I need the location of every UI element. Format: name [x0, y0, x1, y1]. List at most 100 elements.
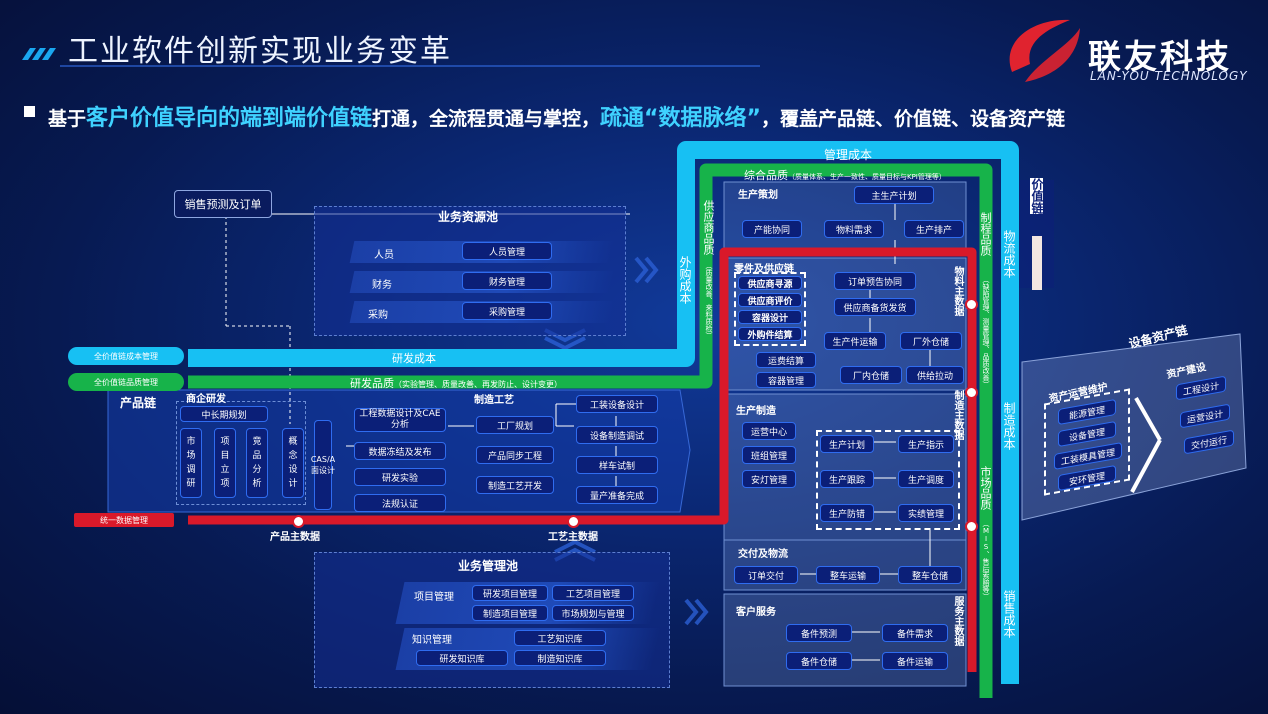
- unified-data-pill[interactable]: 统一数据管理: [74, 513, 174, 527]
- master-production-plan-box[interactable]: 主生产计划: [854, 186, 934, 204]
- supplier-eval-box[interactable]: 供应商评价: [738, 293, 802, 307]
- value-chain-cost-pill[interactable]: 全价值链成本管理: [68, 347, 184, 365]
- subtitle-part: 基于: [48, 108, 87, 130]
- factory-plan-box[interactable]: 工厂规划: [476, 416, 554, 434]
- process-project-box[interactable]: 工艺项目管理: [552, 585, 634, 601]
- competitor-analysis-box[interactable]: 竞品分析: [246, 428, 268, 498]
- production-scheduling-box[interactable]: 生产排产: [904, 220, 964, 238]
- supplier-quality-label: 供应商品质: [702, 200, 715, 255]
- team-management-box[interactable]: 班组管理: [742, 446, 796, 464]
- integrated-quality-text: 综合品质: [744, 169, 788, 182]
- green-lane: [188, 163, 993, 698]
- parts-demand-box[interactable]: 备件需求: [882, 624, 948, 642]
- value-chain-quality-pill[interactable]: 全价值链品质管理: [68, 373, 184, 391]
- regulation-cert-box[interactable]: 法规认证: [354, 494, 446, 512]
- concept-design-box[interactable]: 概念设计: [282, 428, 304, 498]
- production-tracking-box[interactable]: 生产跟踪: [820, 470, 874, 488]
- long-term-plan-box[interactable]: 中长期规划: [180, 406, 268, 422]
- process-knowledge-box[interactable]: 工艺知识库: [514, 630, 606, 646]
- rd-quality-label: 研发品质（实验管理、质量改善、再发防止、设计变更）: [350, 375, 562, 391]
- integrated-quality-label: 综合品质（质量体系、生产一致性、质量目标与KPI管理等）: [744, 167, 946, 183]
- data-freeze-box[interactable]: 数据冻结及发布: [354, 442, 446, 460]
- manufacturing-master-node[interactable]: [965, 386, 978, 399]
- order-forecast-box[interactable]: 订单预告协同: [834, 272, 916, 290]
- sales-forecast-box[interactable]: 销售预测及订单: [174, 190, 272, 218]
- knowledge-management-label: 知识管理: [412, 635, 452, 646]
- vehicle-storage-box[interactable]: 整车仓储: [898, 566, 962, 584]
- container-design-box[interactable]: 容器设计: [738, 310, 802, 324]
- product-master-node[interactable]: [292, 515, 305, 528]
- purchased-settlement-box[interactable]: 外购件结算: [738, 327, 802, 341]
- resource-row-label: 人员: [374, 250, 394, 261]
- production-dispatch-box[interactable]: 生产调度: [898, 470, 954, 488]
- subtitle-part: ，覆盖产品链、价值链、设备资产链: [760, 108, 1065, 130]
- procurement-management-box[interactable]: 采购管理: [462, 302, 552, 320]
- purchase-cost-label: 外购成本: [678, 256, 692, 304]
- order-delivery-box[interactable]: 订单交付: [734, 566, 798, 584]
- mass-production-box[interactable]: 量产准备完成: [576, 486, 658, 504]
- resource-pool-title: 业务资源池: [438, 210, 499, 224]
- ops-center-box[interactable]: 运营中心: [742, 422, 796, 440]
- integrated-quality-note: （质量体系、生产一致性、质量目标与KPI管理等）: [788, 173, 946, 181]
- supply-pull-box[interactable]: 供给拉动: [906, 366, 964, 384]
- commercial-rd-title: 商企研发: [186, 394, 226, 405]
- manufacturing-knowledge-box[interactable]: 制造知识库: [514, 650, 606, 666]
- production-plan-box[interactable]: 生产计划: [820, 435, 874, 453]
- rd-quality-note: （实验管理、质量改善、再发防止、设计变更）: [394, 380, 562, 389]
- container-management-box[interactable]: 容器管理: [756, 372, 816, 388]
- supplier-sourcing-box[interactable]: 供应商寻源: [738, 276, 802, 290]
- project-initiation-box[interactable]: 项目立项: [214, 428, 236, 498]
- supplier-group: [734, 272, 806, 346]
- market-planning-box[interactable]: 市场规划与管理: [552, 605, 634, 621]
- resource-row-label: 采购: [368, 310, 388, 321]
- subtitle-highlight: 疏通“数据脉络”: [600, 106, 761, 131]
- andon-management-box[interactable]: 安灯管理: [742, 470, 796, 488]
- hr-management-box[interactable]: 人员管理: [462, 242, 552, 260]
- process-master-node[interactable]: [567, 515, 580, 528]
- supplier-shipping-box[interactable]: 供应商备货发货: [834, 298, 916, 316]
- rd-project-box[interactable]: 研发项目管理: [472, 585, 548, 601]
- delivery-title: 交付及物流: [738, 549, 788, 560]
- process-quality-label: 制程品质: [979, 212, 992, 256]
- logistics-cost-label: 物流成本: [1002, 230, 1016, 278]
- performance-management-box[interactable]: 实绩管理: [898, 504, 954, 522]
- capacity-collab-box[interactable]: 产能协同: [742, 220, 802, 238]
- equipment-debug-box[interactable]: 设备制造调试: [576, 426, 658, 444]
- offsite-warehouse-box[interactable]: 厂外仓储: [900, 332, 962, 350]
- material-demand-box[interactable]: 物料需求: [824, 220, 884, 238]
- onsite-warehouse-box[interactable]: 厂内仓储: [840, 366, 902, 384]
- engineering-cae-box[interactable]: 工程数据设计及CAE分析: [354, 408, 446, 432]
- parts-forecast-box[interactable]: 备件预测: [786, 624, 852, 642]
- page-title: 工业软件创新实现业务变革: [68, 34, 452, 69]
- manufacturing-project-box[interactable]: 制造项目管理: [472, 605, 548, 621]
- trial-build-box[interactable]: 样车试制: [576, 456, 658, 474]
- process-quality-note: （缺陷管理、测量管理、品质改善）: [982, 276, 990, 388]
- material-master-label: 物料主数据: [952, 266, 963, 316]
- logo-swoosh-icon: [1009, 19, 1070, 72]
- market-research-box[interactable]: 市场调研: [180, 428, 202, 498]
- market-quality-note: （MIS、售后索赔等）: [982, 520, 990, 600]
- management-pool-title: 业务管理池: [458, 559, 519, 573]
- rd-knowledge-box[interactable]: 研发知识库: [416, 650, 508, 666]
- service-master-node[interactable]: [965, 520, 978, 533]
- market-quality-label: 市场品质: [979, 466, 992, 510]
- freight-settlement-box[interactable]: 运费结算: [756, 352, 816, 368]
- sales-cost-label: 销售成本: [1002, 590, 1016, 638]
- manufacturing-title: 生产制造: [736, 406, 776, 417]
- product-sync-box[interactable]: 产品同步工程: [476, 446, 554, 464]
- production-instruction-box[interactable]: 生产指示: [898, 435, 954, 453]
- subtitle: 基于客户价值导向的端到端价值链打通，全流程贯通与掌控，疏通“数据脉络”，覆盖产品…: [48, 100, 1065, 132]
- tooling-design-box[interactable]: 工装设备设计: [576, 395, 658, 413]
- production-execution-group: [816, 430, 960, 530]
- vehicle-transport-box[interactable]: 整车运输: [816, 566, 880, 584]
- production-transport-box[interactable]: 生产件运输: [824, 332, 886, 350]
- rd-test-box[interactable]: 研发实验: [354, 468, 446, 486]
- process-dev-box[interactable]: 制造工艺开发: [476, 476, 554, 494]
- error-proofing-box[interactable]: 生产防错: [820, 504, 874, 522]
- parts-storage-box[interactable]: 备件仓储: [786, 652, 852, 670]
- parts-transport-box[interactable]: 备件运输: [882, 652, 948, 670]
- finance-management-box[interactable]: 财务管理: [462, 272, 552, 290]
- bullet-icon: [24, 106, 35, 117]
- material-master-node[interactable]: [965, 298, 978, 311]
- cas-design-box[interactable]: CAS/A面设计: [311, 420, 335, 510]
